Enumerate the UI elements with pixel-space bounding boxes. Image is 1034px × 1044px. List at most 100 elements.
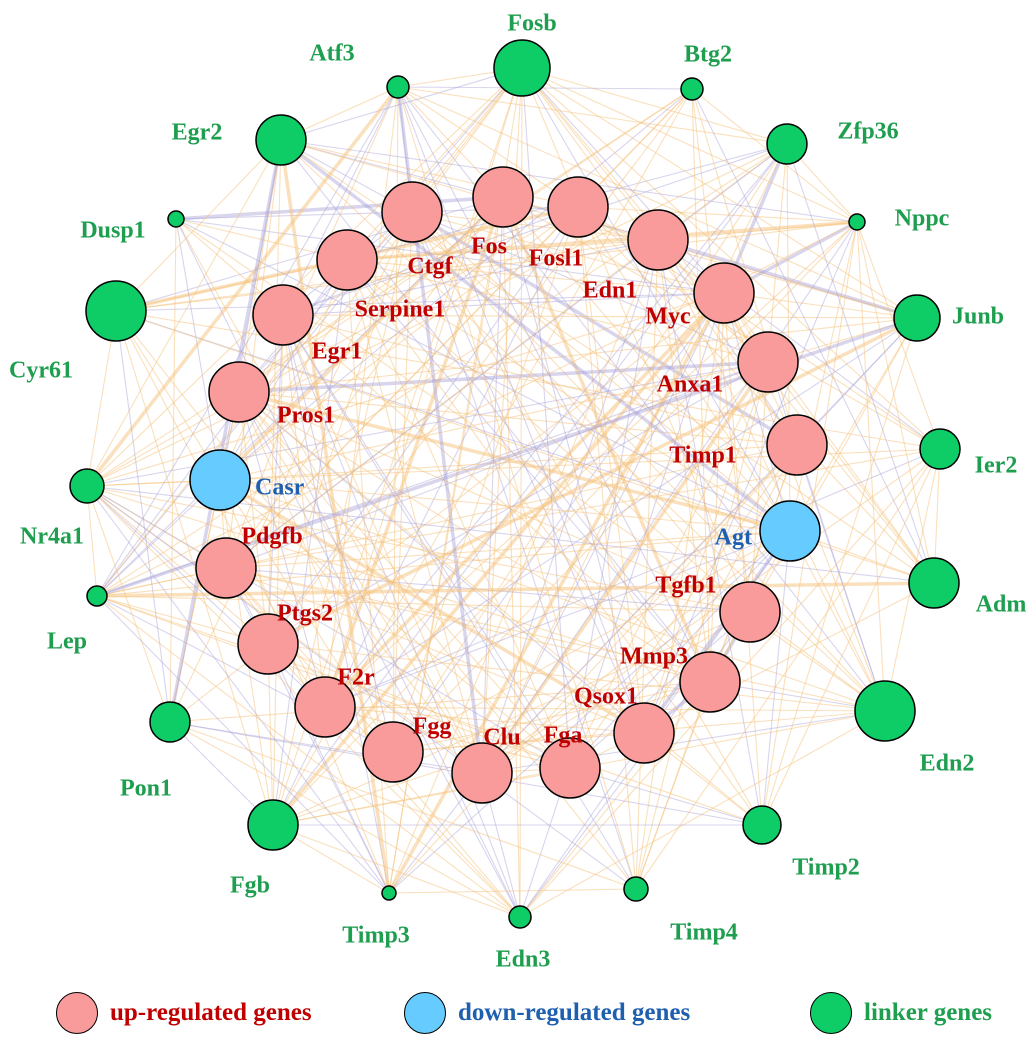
edge-egr2-edn2: [280, 139, 886, 712]
legend-linker-label: linker genes: [864, 998, 993, 1026]
edge-mmp3-fgg: [392, 681, 711, 753]
edge-fosb-egr2: [280, 67, 523, 141]
edge-fga-timp2: [569, 767, 763, 826]
edge-edn1-edn2: [657, 239, 886, 712]
node-egr2: [255, 114, 307, 166]
label-nppc: Nppc: [895, 206, 950, 232]
edge-casr-edn2: [219, 479, 886, 712]
edge-fosl1-ptgs2: [267, 206, 579, 645]
node-mmp3: [679, 651, 741, 713]
node-casr: [189, 449, 251, 511]
edge-agt-fosb: [521, 67, 791, 532]
edge-f2r-agt: [324, 530, 791, 708]
node-pdgfb: [195, 537, 257, 599]
edge-tgfb1-clu: [481, 611, 751, 774]
edge-fga-nr4a1: [86, 485, 571, 769]
label-fosb: Fosb: [507, 11, 556, 37]
label-btg2: Btg2: [684, 42, 732, 68]
node-junb: [893, 294, 941, 342]
node-ptgs2: [237, 613, 299, 675]
edge-atf3-junb: [397, 86, 918, 319]
edge-myc-fgg: [392, 292, 725, 753]
edge-pon1-edn3: [169, 721, 521, 918]
edge-f2r-atf3: [324, 86, 399, 708]
edge-edn1-clu: [481, 239, 659, 774]
edge-myc-dusp1: [175, 218, 725, 294]
edge-fosl1-nr4a1: [86, 206, 579, 487]
edge-mmp3-edn3: [519, 681, 711, 918]
edge-serpine1-mmp3: [346, 259, 711, 683]
edge-dusp1-edn3: [175, 218, 521, 918]
edge-ier2-timp2: [761, 448, 941, 826]
edge-pdgfb-btg2: [225, 88, 693, 569]
edge-clu-nppc: [481, 221, 858, 774]
edge-edn2-edn3: [519, 710, 886, 918]
label-adm: Adm: [976, 592, 1027, 618]
label-serpine1: Serpine1: [355, 297, 446, 323]
label-timp1: Timp1: [669, 443, 737, 469]
label-tgfb1: Tgfb1: [655, 573, 716, 599]
edge-atf3-zfp36: [397, 86, 788, 145]
edge-myc-fosb: [521, 67, 725, 294]
edge-clu-pon1: [169, 721, 483, 774]
edge-nppc-fgb: [272, 221, 858, 826]
edge-myc-timp4: [635, 292, 725, 890]
edge-tgfb1-btg2: [691, 88, 751, 613]
node-fosb: [493, 39, 551, 97]
label-edn3: Edn3: [496, 947, 551, 973]
edge-anxa1-pdgfb: [225, 361, 769, 569]
node-timp3: [381, 885, 397, 901]
edge-egr1-junb: [282, 314, 918, 319]
label-atf3: Atf3: [309, 41, 354, 67]
edge-fosb-zfp36: [521, 67, 788, 145]
node-atf3: [386, 75, 410, 99]
edge-anxa1-pros1: [238, 360, 769, 394]
edge-tgfb1-lep: [96, 595, 751, 613]
label-lep: Lep: [47, 629, 87, 655]
node-fgb: [247, 799, 299, 851]
edge-myc-serpine1: [346, 259, 725, 294]
edge-ptgs2-nr4a1: [86, 485, 269, 645]
edge-pros1-fgg: [238, 391, 394, 753]
edge-qsox1-agt: [642, 529, 792, 735]
label-egr1: Egr1: [312, 339, 363, 365]
edge-clu-dusp1: [175, 218, 483, 774]
edge-pros1-junb: [238, 317, 918, 393]
node-clu: [451, 742, 513, 804]
edge-fos-lep: [96, 196, 504, 597]
edge-nr4a1-lep: [86, 485, 98, 597]
edge-btg2-adm: [691, 88, 935, 584]
edge-anxa1-zfp36: [767, 143, 788, 363]
node-tgfb1: [719, 581, 781, 643]
edge-nppc-ier2: [856, 221, 941, 450]
edge-fosl1-adm: [577, 206, 935, 584]
edge-pon1-timp4: [169, 721, 637, 890]
edge-anxa1-adm: [767, 361, 935, 584]
edge-zfp36-nr4a1: [86, 143, 788, 487]
node-egr1: [252, 284, 314, 346]
label-timp4: Timp4: [670, 920, 738, 946]
edge-ptgs2-egr2: [267, 139, 282, 645]
edge-myc-fgb: [271, 291, 726, 827]
edge-anxa1-clu: [480, 361, 770, 774]
node-lep: [86, 585, 108, 607]
edge-zfp36-adm: [786, 143, 935, 584]
edge-fga-casr: [219, 479, 571, 769]
edge-casr-egr2: [219, 139, 282, 481]
edge-mmp3-btg2: [691, 88, 711, 683]
label-anxa1: Anxa1: [657, 372, 724, 398]
edge-casr-dusp1: [175, 218, 221, 481]
label-dusp1: Dusp1: [80, 218, 145, 244]
edge-mmp3-pon1: [169, 681, 711, 723]
edge-egr1-zfp36: [282, 143, 788, 316]
edge-zfp36-fgb: [272, 143, 788, 826]
edge-casr-btg2: [219, 88, 693, 481]
label-timp3: Timp3: [342, 923, 410, 949]
edge-lep-timp3: [96, 595, 390, 894]
edge-fos-dusp1: [175, 195, 504, 221]
edge-fosb-junb: [521, 67, 918, 319]
edge-f2r-ier2: [324, 448, 941, 708]
edge-anxa1-timp4: [635, 361, 769, 890]
edge-fosb-adm: [521, 67, 935, 584]
edge-tgfb1-fga: [569, 611, 751, 769]
